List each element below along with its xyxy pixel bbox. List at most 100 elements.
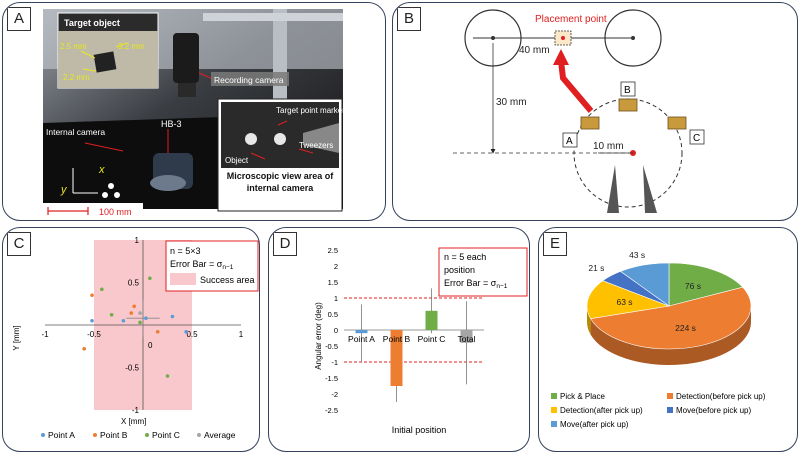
bar-xlabel: Initial position <box>392 425 447 435</box>
scatter-point-average <box>138 311 142 315</box>
scatter-xlabel: X [mm] <box>121 417 146 426</box>
bar-y-tick: -1.5 <box>325 374 338 383</box>
scatter-legend-error-sub: n−1 <box>222 264 233 271</box>
scatter-point-point-b <box>132 304 136 309</box>
bar-total <box>460 330 473 343</box>
hb3-label: HB-3 <box>161 119 182 129</box>
scatter-point-point-b <box>90 293 94 298</box>
scale-bar-label: 100 mm <box>99 207 132 217</box>
placement-diagram: Placement point 40 mm 30 mm 10 mm A B C <box>453 9 705 213</box>
object-label: Object <box>225 156 249 165</box>
bar-category-label: Point A <box>348 334 375 344</box>
target-object-title: Target object <box>64 18 120 28</box>
dim-30-label: 30 mm <box>496 97 527 108</box>
scatter-legend-item-b: Point B <box>100 430 128 440</box>
scatter-point-point-c <box>165 374 170 378</box>
bar-category-label: Point B <box>383 334 411 344</box>
bar-y-tick: -0.5 <box>325 342 338 351</box>
bar-category-label: Total <box>458 334 476 344</box>
dim-3-2-label: 3.2 mm <box>118 42 145 51</box>
pie-value-label-0: 76 s <box>685 281 701 291</box>
bar-y-tick: 1.5 <box>328 278 338 287</box>
internal-camera-label: Internal camera <box>46 127 105 137</box>
dim-40-label: 40 mm <box>519 45 550 56</box>
scatter-y-tick: -0.5 <box>125 364 139 373</box>
scatter-origin: 0 <box>148 341 153 350</box>
block-a <box>580 116 600 130</box>
scatter-point-point-a <box>90 318 94 323</box>
bar-y-tick: -2.5 <box>325 406 338 415</box>
pie-legend-item-4: Move(after pick up) <box>560 420 629 429</box>
panel-d-label: D <box>273 232 297 256</box>
scatter-point-point-c <box>138 320 142 325</box>
bar-y-tick: 1 <box>334 294 338 303</box>
scatter-legend-n: n = 5×3 <box>170 246 201 256</box>
scatter-x-tick: -0.5 <box>87 330 101 339</box>
scatter-y-tick: 1 <box>135 236 140 245</box>
bar-marks: Point A Point B Point C Total <box>348 288 476 402</box>
bar-y-tick: 0 <box>334 326 338 335</box>
scatter-point-point-b <box>155 330 160 334</box>
panel-e-label: E <box>543 232 567 256</box>
scatter-y-tick: -1 <box>132 406 140 415</box>
tweezer-right <box>643 165 657 213</box>
panel-a-label: A <box>7 7 31 31</box>
recording-camera-shape <box>173 33 199 83</box>
pie-legend-item-2: Detection(after pick up) <box>560 406 643 415</box>
scatter-y-tick: 0.5 <box>128 279 140 288</box>
scatter-point-point-a <box>121 318 126 323</box>
pie-slice-0 <box>668 262 744 307</box>
bar-y-tick: -2 <box>331 390 338 399</box>
pie-legend-item-0: Pick & Place <box>560 392 605 401</box>
panel-b-label: B <box>397 7 421 31</box>
scatter-x-tick: 0.5 <box>186 330 198 339</box>
pie-legend: Pick & Place Detection(before pick up) D… <box>551 392 766 429</box>
bar-point-a <box>355 330 368 334</box>
pie-side-1 <box>590 306 751 365</box>
scatter-legend-item-c: Point C <box>152 430 180 440</box>
bar-legend-box <box>438 247 528 297</box>
axis-y-label: y <box>60 184 68 196</box>
scatter-point-point-a <box>144 316 148 320</box>
scatter-x-tick: -1 <box>41 330 49 339</box>
pie-slices <box>586 262 752 350</box>
block-c <box>667 116 687 130</box>
scatter-legend-error: Error Bar = σn−1 <box>170 259 234 271</box>
axis-x-label: x <box>98 164 105 176</box>
target-point-marker-label: Target point marker <box>276 106 345 115</box>
pos-c-label: C <box>693 133 700 144</box>
scatter-legend-item-a: Point A <box>48 430 75 440</box>
pie-value-label-1: 224 s <box>675 323 696 333</box>
bar-y-tick: 2 <box>334 262 338 271</box>
pie-legend-item-1: Detection(before pick up) <box>676 392 766 401</box>
scatter-legend-success: Success area <box>200 275 255 285</box>
pos-a-label: A <box>566 136 573 147</box>
pie-slice-2 <box>586 280 671 319</box>
scatter-points <box>82 276 188 378</box>
bar-y-tick: 2.5 <box>328 246 338 255</box>
panel-b: B Placement point 40 mm 30 mm 10 mm <box>392 2 798 221</box>
scatter-point-point-c <box>109 313 114 317</box>
micro-caption: Microscopic view area of internal camera <box>226 171 334 193</box>
panel-c-label: C <box>7 232 31 256</box>
scatter-point-point-c <box>148 276 152 281</box>
block-b <box>618 98 638 112</box>
success-legend-swatch <box>170 273 196 285</box>
bar-point-b <box>390 330 403 386</box>
bar-legend-error: Error Bar = σn−1 <box>444 278 508 290</box>
bar-category-label: Point C <box>418 334 446 344</box>
bar-y-tick: 0.5 <box>328 310 338 319</box>
bar-point-c <box>425 310 438 330</box>
pie-value-label-2: 63 s <box>616 297 632 307</box>
scatter-point-point-b <box>82 347 86 351</box>
bar-legend-n: n = 5 each <box>444 252 486 262</box>
bar-legend-error-sub: n−1 <box>496 283 507 290</box>
dim-10-label: 10 mm <box>593 141 624 152</box>
pie-slice-4 <box>619 262 670 307</box>
